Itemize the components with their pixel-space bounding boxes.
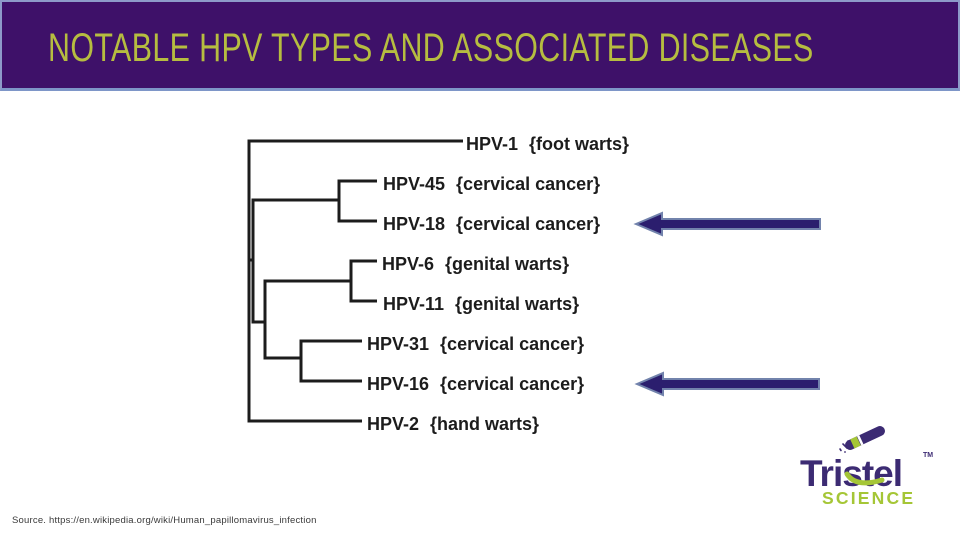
tree-leaf-hpv-6: HPV-6 {genital warts} [382, 253, 569, 275]
page-title: NOTABLE HPV TYPES AND ASSOCIATED DISEASE… [48, 26, 814, 70]
disease-label: {genital warts} [455, 293, 580, 314]
disease-label: {cervical cancer} [440, 373, 585, 394]
hpv-type-label: HPV-1 [466, 133, 519, 154]
hpv-type-label: HPV-11 [383, 293, 445, 314]
wand-icon [844, 425, 886, 451]
logo-brand-text: Tristel [800, 453, 902, 494]
logo-tm-mark: TM [923, 452, 933, 459]
disease-label: {cervical cancer} [440, 333, 585, 354]
hpv-type-label: HPV-31 [367, 333, 430, 354]
disease-label: {cervical cancer} [456, 213, 601, 234]
highlight-arrow-hpv18 [633, 211, 821, 237]
sparkle-icon [839, 440, 850, 453]
hpv-type-label: HPV-2 [367, 413, 420, 434]
highlight-arrow-hpv16 [634, 371, 820, 397]
logo-swoosh [844, 471, 885, 486]
tree-leaf-hpv-16: HPV-16 {cervical cancer} [367, 373, 584, 395]
hpv-type-label: HPV-18 [383, 213, 446, 234]
hpv-type-label: HPV-45 [383, 173, 446, 194]
tree-leaf-hpv-1: HPV-1 {foot warts} [466, 133, 629, 155]
logo-tagline-text: SCIENCE [822, 488, 915, 508]
tristel-logo: Tristel TM SCIENCE [800, 425, 933, 508]
hpv-type-label: HPV-6 [382, 253, 435, 274]
tree-leaf-hpv-31: HPV-31 {cervical cancer} [367, 333, 584, 355]
tree-branches [247, 139, 463, 423]
tree-leaf-hpv-2: HPV-2 {hand warts} [367, 413, 539, 435]
hpv-type-label: HPV-16 [367, 373, 430, 394]
disease-label: {foot warts} [529, 133, 630, 154]
title-bar: NOTABLE HPV TYPES AND ASSOCIATED DISEASE… [0, 0, 960, 91]
source-citation: Source. https://en.wikipedia.org/wiki/Hu… [12, 515, 317, 526]
disease-label: {genital warts} [445, 253, 570, 274]
tree-leaf-hpv-18: HPV-18 {cervical cancer} [383, 213, 600, 235]
tree-leaf-hpv-11: HPV-11 {genital warts} [383, 293, 579, 315]
disease-label: {hand warts} [430, 413, 540, 434]
tree-leaf-hpv-45: HPV-45 {cervical cancer} [383, 173, 600, 195]
disease-label: {cervical cancer} [456, 173, 601, 194]
